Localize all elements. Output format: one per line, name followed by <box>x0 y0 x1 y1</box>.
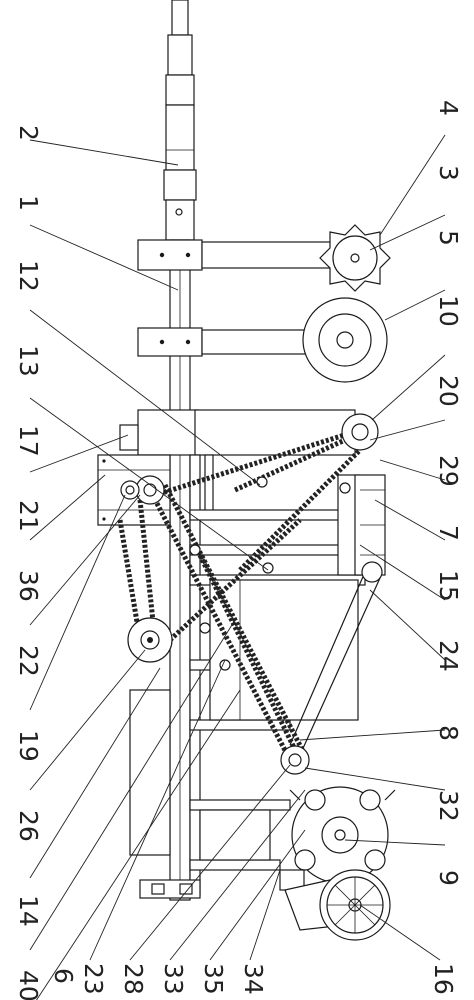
label-9: 9 <box>434 870 463 886</box>
label-12: 12 <box>14 260 43 292</box>
lower-clamp <box>137 327 203 357</box>
label-10: 10 <box>434 295 463 327</box>
star-roller <box>319 224 391 292</box>
label-36: 36 <box>14 570 43 602</box>
label-28: 28 <box>119 963 148 995</box>
label-4: 4 <box>434 100 463 116</box>
label-40: 40 <box>14 970 43 1000</box>
label-17: 17 <box>14 425 43 457</box>
label-23: 23 <box>79 963 108 995</box>
label-21: 21 <box>14 500 43 532</box>
label-19: 19 <box>14 730 43 762</box>
label-7: 7 <box>434 525 463 541</box>
label-34: 34 <box>239 963 268 995</box>
label-15: 15 <box>434 570 463 602</box>
sprocket-19 <box>127 617 173 663</box>
label-6: 6 <box>49 968 78 984</box>
paddle-disc <box>289 786 396 884</box>
leader-lines <box>29 134 446 1000</box>
sprocket-upper <box>120 475 165 505</box>
label-13: 13 <box>14 345 43 377</box>
label-33: 33 <box>159 963 188 995</box>
sprocket-right <box>341 413 379 451</box>
label-29: 29 <box>434 455 463 487</box>
label-3: 3 <box>434 165 463 181</box>
caster-wheel <box>279 869 391 941</box>
label-1: 1 <box>14 195 43 211</box>
label-20: 20 <box>434 375 463 407</box>
label-8: 8 <box>434 725 463 741</box>
label-32: 32 <box>434 790 463 822</box>
label-2: 2 <box>14 125 43 141</box>
sprocket-32 <box>280 745 310 775</box>
label-16: 16 <box>429 963 458 995</box>
label-22: 22 <box>14 645 43 677</box>
belt <box>289 561 383 756</box>
label-35: 35 <box>199 963 228 995</box>
pulley-wheel <box>302 297 388 383</box>
upper-clamp <box>137 239 203 271</box>
label-5: 5 <box>434 230 463 246</box>
reference-numerals: 2 1 12 13 17 21 36 22 19 26 14 40 6 23 2… <box>14 100 463 1000</box>
chain-sprockets <box>189 476 351 671</box>
label-14: 14 <box>14 895 43 927</box>
label-26: 26 <box>14 810 43 842</box>
label-24: 24 <box>434 640 463 672</box>
